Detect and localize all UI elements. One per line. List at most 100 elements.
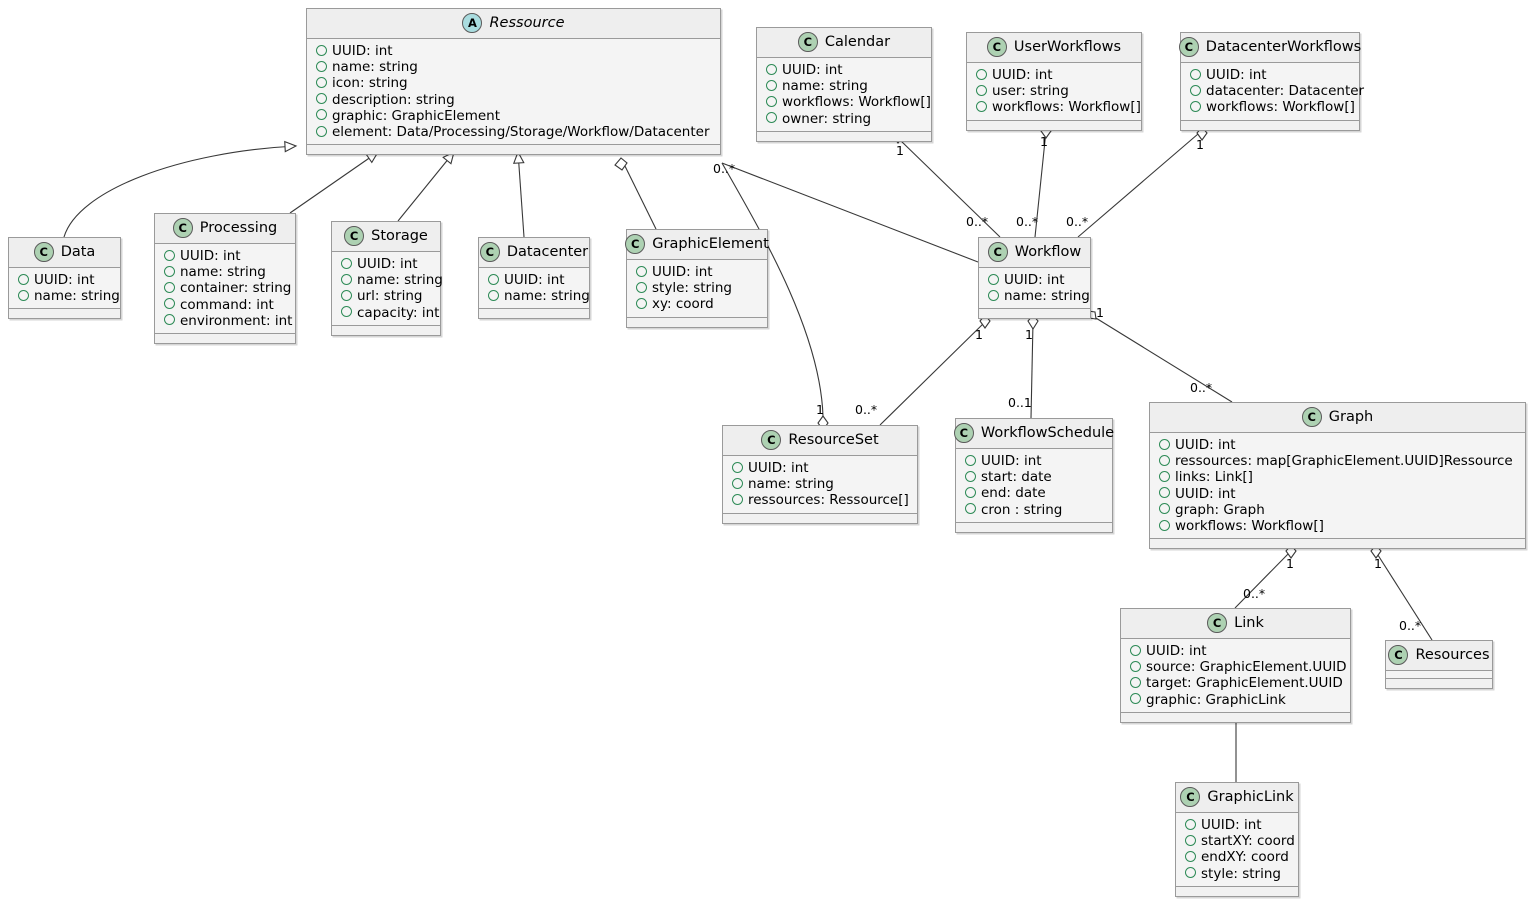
attribute-label: source: GraphicElement.UUID bbox=[1146, 659, 1347, 676]
visibility-public-icon bbox=[316, 93, 327, 105]
visibility-public-icon bbox=[965, 454, 976, 466]
abstract-class-icon: A bbox=[462, 13, 483, 33]
attribute-row: UUID: int bbox=[1189, 67, 1351, 83]
class-attributes-resources bbox=[1386, 671, 1492, 679]
attribute-label: command: int bbox=[180, 296, 274, 313]
class-name-datacenterworkflows: DatacenterWorkflows bbox=[1205, 38, 1362, 55]
attribute-label: ressources: Ressource[] bbox=[748, 492, 909, 509]
visibility-public-icon bbox=[988, 289, 999, 301]
attribute-row: source: GraphicElement.UUID bbox=[1129, 659, 1347, 675]
visibility-public-icon bbox=[164, 249, 175, 261]
visibility-public-icon bbox=[316, 125, 327, 137]
attribute-label: graph: Graph bbox=[1175, 501, 1265, 518]
attribute-row: UUID: int bbox=[487, 272, 581, 288]
visibility-public-icon bbox=[766, 79, 777, 91]
attribute-row: ressources: Ressource[] bbox=[731, 492, 909, 508]
visibility-public-icon bbox=[1130, 676, 1141, 688]
class-methods-graphicelement bbox=[627, 317, 767, 327]
attribute-row: UUID: int bbox=[975, 67, 1133, 83]
visibility-public-icon bbox=[1159, 470, 1170, 482]
class-methods-userworkflows bbox=[967, 120, 1141, 130]
attribute-row: UUID: int bbox=[635, 264, 759, 280]
class-icon: C bbox=[33, 242, 54, 262]
attribute-row: UUID: int bbox=[315, 43, 712, 59]
attribute-label: name: string bbox=[748, 476, 834, 493]
diamond-ressource-graphicelement bbox=[614, 157, 628, 171]
attribute-label: startXY: coord bbox=[1201, 833, 1295, 850]
attribute-row: endXY: coord bbox=[1184, 849, 1290, 865]
attribute-row: workflows: Workflow[] bbox=[1158, 518, 1517, 534]
visibility-public-icon bbox=[1159, 454, 1170, 466]
visibility-public-icon bbox=[976, 68, 987, 80]
attribute-row: UUID: int bbox=[1158, 486, 1517, 502]
multiplicity-label: 0..* bbox=[966, 214, 989, 229]
class-icon: C bbox=[1207, 613, 1228, 633]
attribute-label: UUID: int bbox=[34, 272, 95, 288]
multiplicity-label: 1 bbox=[975, 327, 983, 342]
attribute-row: command: int bbox=[163, 297, 287, 313]
visibility-public-icon bbox=[316, 44, 327, 56]
edge-datacenter-ressource bbox=[512, 150, 525, 238]
class-methods-graph bbox=[1150, 539, 1525, 549]
visibility-public-icon bbox=[732, 461, 743, 473]
attribute-row: icon: string bbox=[315, 75, 712, 91]
multiplicity-label: 1 bbox=[1374, 556, 1382, 571]
attribute-row: name: string bbox=[315, 59, 712, 75]
edge-ressource-graphicelement bbox=[620, 157, 657, 230]
attribute-row: workflows: Workflow[] bbox=[765, 94, 931, 110]
visibility-public-icon bbox=[316, 76, 327, 88]
attribute-label: workflows: Workflow[] bbox=[992, 99, 1141, 116]
class-name-processing: Processing bbox=[199, 219, 278, 236]
attribute-label: name: string bbox=[180, 264, 266, 281]
attribute-row: container: string bbox=[163, 280, 291, 296]
visibility-public-icon bbox=[1130, 660, 1141, 672]
attribute-label: workflows: Workflow[] bbox=[782, 94, 931, 111]
attribute-row: graph: Graph bbox=[1158, 502, 1517, 518]
class-name-data: Data bbox=[60, 243, 96, 260]
class-name-resources: Resources bbox=[1415, 646, 1490, 663]
attribute-label: UUID: int bbox=[652, 264, 713, 280]
class-name-calendar: Calendar bbox=[824, 33, 891, 50]
visibility-public-icon bbox=[341, 273, 352, 285]
class-methods-workflowschedule bbox=[956, 522, 1112, 532]
visibility-public-icon bbox=[164, 281, 175, 293]
attribute-label: element: Data/Processing/Storage/Workflo… bbox=[332, 124, 710, 141]
attribute-row: UUID: int bbox=[1129, 643, 1342, 659]
class-methods-graphiclink bbox=[1176, 886, 1298, 896]
attribute-label: workflows: Workflow[] bbox=[1175, 518, 1324, 535]
attribute-row: UUID: int bbox=[987, 272, 1082, 288]
attribute-label: target: GraphicElement.UUID bbox=[1146, 675, 1343, 692]
attribute-label: ressources: map[GraphicElement.UUID]Ress… bbox=[1175, 453, 1513, 470]
attribute-row: cron : string bbox=[964, 502, 1104, 518]
attribute-row: target: GraphicElement.UUID bbox=[1129, 675, 1343, 692]
visibility-public-icon bbox=[988, 273, 999, 285]
attribute-row: environment: int bbox=[163, 313, 292, 329]
class-name-workflow: Workflow bbox=[1014, 243, 1082, 260]
attribute-label: graphic: GraphicLink bbox=[1146, 691, 1286, 708]
visibility-public-icon bbox=[636, 281, 647, 293]
